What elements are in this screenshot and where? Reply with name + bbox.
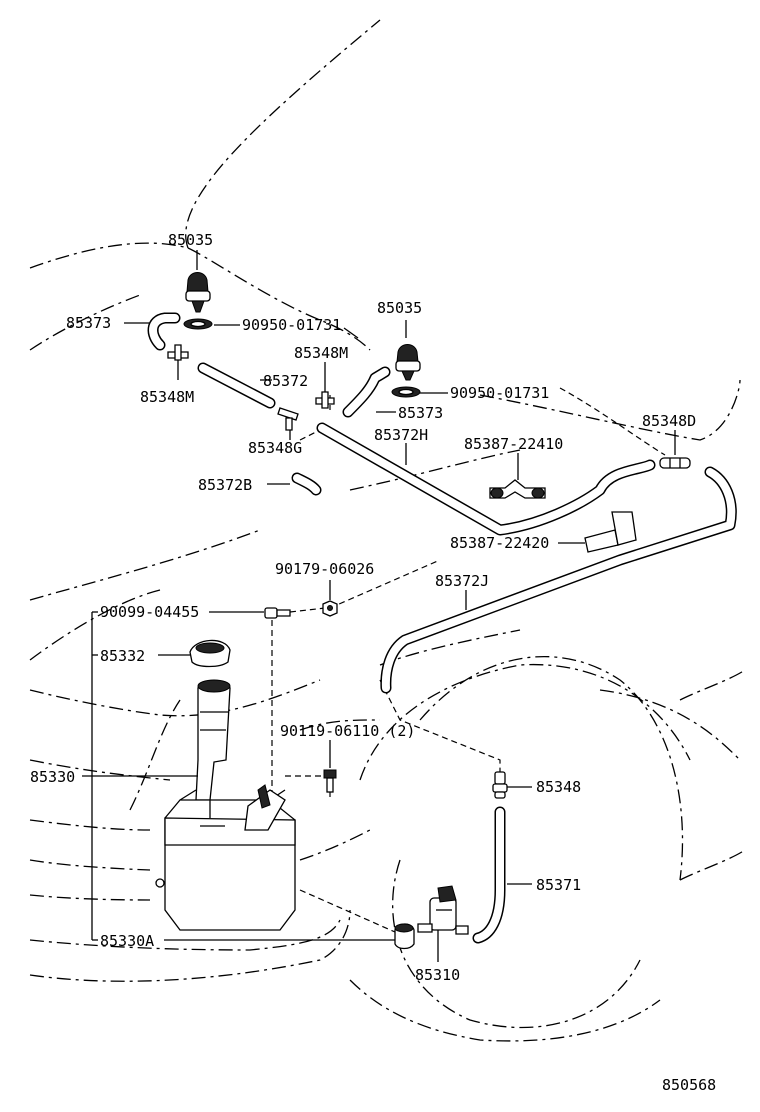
pump-icon bbox=[417, 885, 469, 935]
label-gasket-right: 90950-01731 bbox=[450, 384, 549, 402]
grommet-icon bbox=[394, 923, 415, 950]
label-hose-85371: 85371 bbox=[536, 876, 581, 894]
label-bolt-90099-04455: 90099-04455 bbox=[100, 603, 199, 621]
label-hose-85372H: 85372H bbox=[374, 426, 428, 444]
connection-lines bbox=[271, 387, 666, 933]
label-nozzle-right: 85035 bbox=[377, 299, 422, 317]
nozzle-left-icon bbox=[185, 272, 211, 313]
joint-85348M-right-icon bbox=[315, 391, 335, 409]
parts bbox=[155, 272, 691, 950]
joint-85348-icon bbox=[492, 771, 508, 799]
bolt-90099-icon bbox=[264, 607, 291, 619]
label-hose-85372: 85372 bbox=[263, 372, 308, 390]
body-outline bbox=[29, 19, 746, 1042]
joint-85348D-icon bbox=[659, 457, 691, 469]
nut-icon bbox=[322, 600, 338, 617]
clamp-85387-22410-icon bbox=[489, 479, 546, 499]
label-joint-85348M-left: 85348M bbox=[140, 388, 194, 406]
label-grommet-85330A: 85330A bbox=[100, 932, 154, 950]
label-nut-90179-06026: 90179-06026 bbox=[275, 560, 374, 578]
label-hose-85372J: 85372J bbox=[435, 572, 489, 590]
bolt-90119-icon bbox=[323, 769, 337, 793]
cap-icon bbox=[189, 639, 231, 668]
label-joint-85348D: 85348D bbox=[642, 412, 696, 430]
part-labels: 85035 85373 90950-01731 85348M 85035 853… bbox=[30, 231, 716, 1094]
hoses bbox=[147, 312, 737, 944]
label-hose-85372B: 85372B bbox=[198, 476, 252, 494]
label-tank-85330: 85330 bbox=[30, 768, 75, 786]
label-joint-85348M-right: 85348M bbox=[294, 344, 348, 362]
label-hose-85373-left: 85373 bbox=[66, 314, 111, 332]
diagram-code: 850568 bbox=[662, 1076, 716, 1094]
label-cap-85332: 85332 bbox=[100, 647, 145, 665]
nozzle-right-icon bbox=[395, 344, 421, 381]
joint-85348G-icon bbox=[277, 407, 299, 431]
joint-85348M-left-icon bbox=[167, 344, 189, 361]
label-hose-85373-right: 85373 bbox=[398, 404, 443, 422]
label-bolt-90119-06110: 90119-06110 (2) bbox=[280, 722, 415, 740]
clamp-85387-22420-icon bbox=[584, 511, 637, 553]
label-joint-85348G: 85348G bbox=[248, 439, 302, 457]
leader-lines bbox=[82, 250, 676, 962]
label-joint-85348: 85348 bbox=[536, 778, 581, 796]
label-clamp-85387-22420: 85387-22420 bbox=[450, 534, 549, 552]
label-gasket-left: 90950-01731 bbox=[242, 316, 341, 334]
washer-tank-icon bbox=[155, 679, 296, 931]
label-nozzle-left: 85035 bbox=[168, 231, 213, 249]
label-pump-85310: 85310 bbox=[415, 966, 460, 984]
label-clamp-85387-22410: 85387-22410 bbox=[464, 435, 563, 453]
